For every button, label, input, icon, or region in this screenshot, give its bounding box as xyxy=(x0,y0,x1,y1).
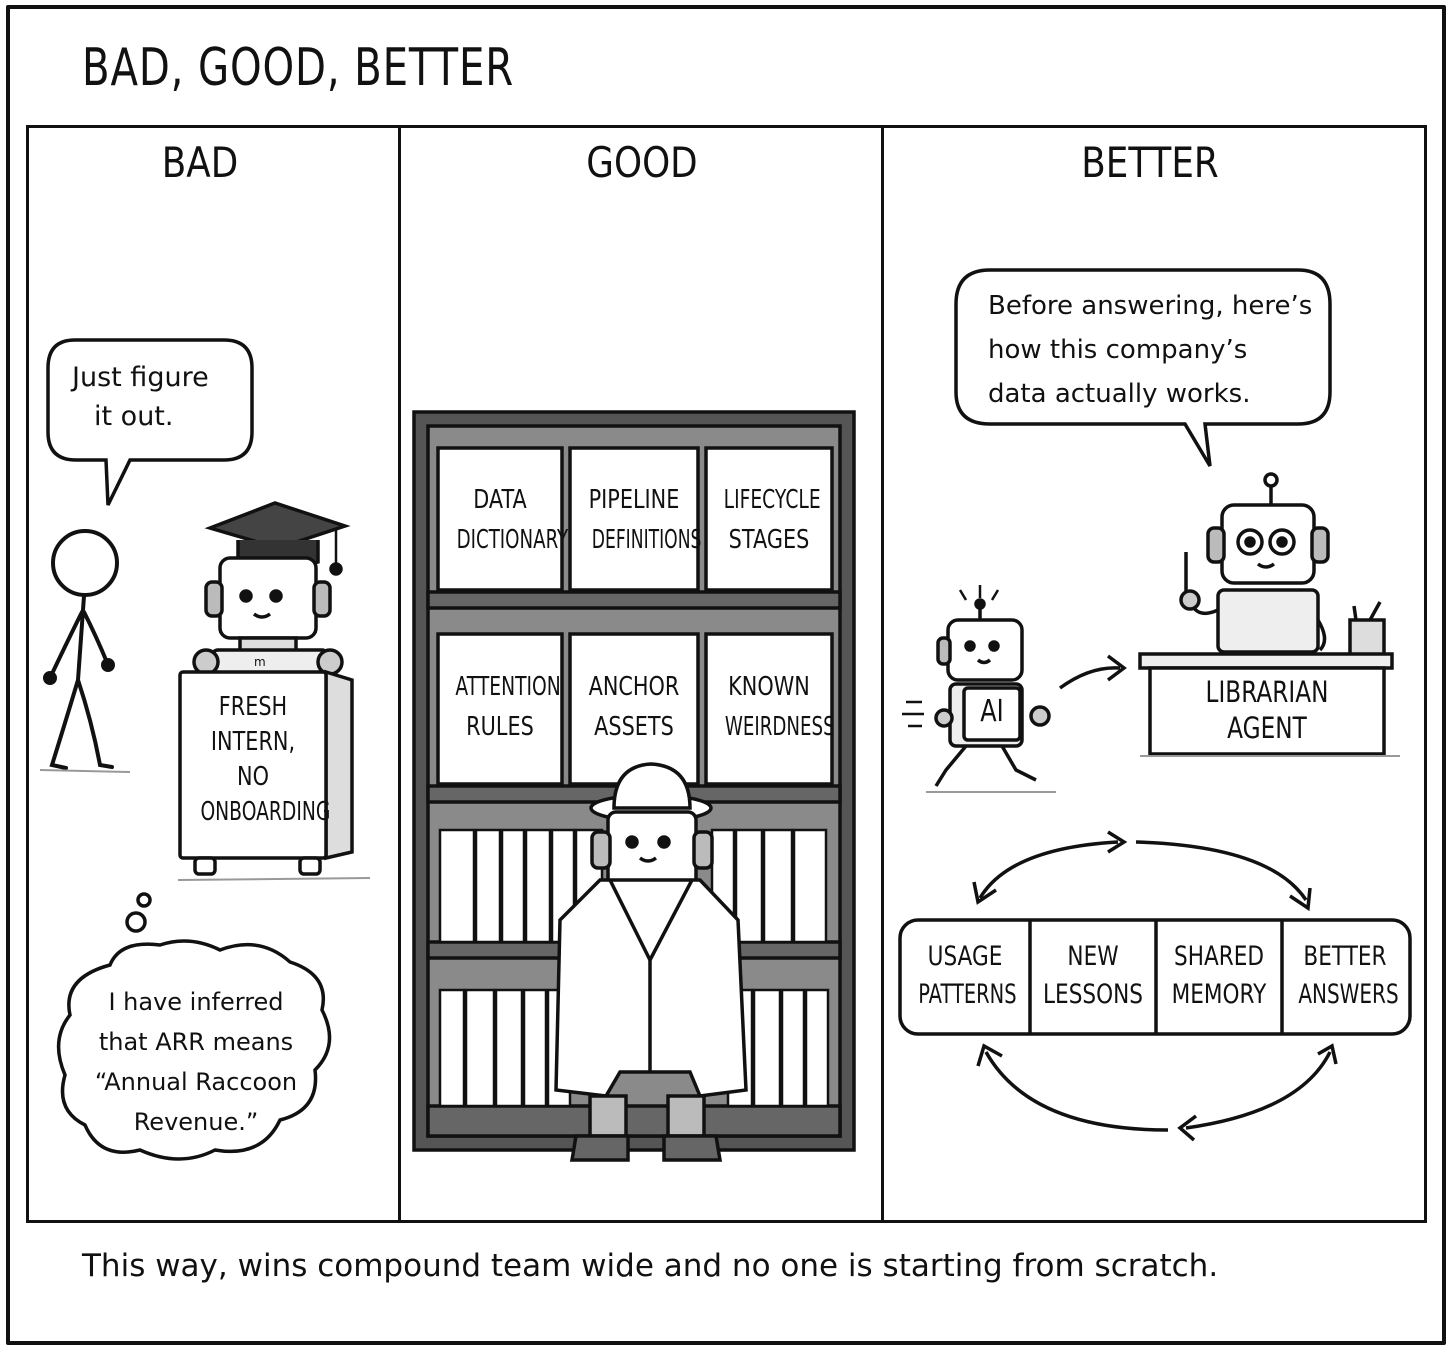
shelf-label-attention-rules: ATTENTION RULES xyxy=(438,667,562,747)
loop-cell-shared-memory: SHARED MEMORY xyxy=(1156,938,1282,1014)
comic-caption: This way, wins compound team wide and no… xyxy=(82,1248,1219,1284)
speech-text-better: Before answering, here’s how this compan… xyxy=(988,284,1312,416)
shelf-label-line: ATTENTION xyxy=(455,672,561,702)
loop-cell-line: BETTER xyxy=(1303,941,1387,972)
speech-bubble-better xyxy=(954,268,1332,467)
librarian-robot xyxy=(1138,472,1394,756)
shelf-label-line: PIPELINE xyxy=(588,485,680,515)
shelf-label-line: ANCHOR xyxy=(588,672,680,702)
shelf-label-known-weirdness: KNOWN WEIRDNESS xyxy=(706,667,835,747)
desk-label-line: LIBRARIAN xyxy=(1205,675,1329,709)
ai-chest-label: AI xyxy=(964,694,1020,729)
panel-divider-2 xyxy=(881,125,884,1223)
sign-line: NO xyxy=(237,762,269,792)
feedback-loop xyxy=(898,918,1412,1036)
sign-line: FRESH xyxy=(218,692,288,722)
shelf-label-line: RULES xyxy=(466,712,534,742)
ai-robot xyxy=(902,585,1051,787)
loop-cell-new-lessons: NEW LESSONS xyxy=(1030,938,1156,1014)
loop-cell-line: SHARED xyxy=(1173,941,1265,972)
speech-line: Just figure xyxy=(72,362,209,393)
robot-badge: m xyxy=(254,655,266,669)
thought-bubble-bad xyxy=(56,892,332,1161)
shelf-label-line: ASSETS xyxy=(594,712,674,742)
speech-line: Before answering, here’s xyxy=(988,291,1313,321)
panel-heading-bad: BAD xyxy=(161,138,239,187)
shelf-label-line: DATA xyxy=(473,485,527,515)
speech-line: data actually works. xyxy=(988,379,1251,409)
shelf-label-anchor-assets: ANCHOR ASSETS xyxy=(570,667,698,747)
loop-cell-line: USAGE xyxy=(927,941,1003,972)
graduate-robot xyxy=(178,501,354,876)
arrow-to-librarian xyxy=(1058,654,1127,690)
desk-label-line: AGENT xyxy=(1227,711,1307,745)
ai-label-text: AI xyxy=(980,694,1004,729)
thought-line: Revenue.” xyxy=(133,1108,259,1136)
thought-line: I have inferred xyxy=(108,988,284,1016)
speech-line: how this company’s xyxy=(988,335,1248,365)
stick-figure xyxy=(43,529,119,770)
panel-heading-better: BETTER xyxy=(1081,138,1219,187)
thought-text-bad: I have inferred that ARR means “Annual R… xyxy=(70,982,322,1142)
loop-cell-line: LESSONS xyxy=(1043,979,1143,1010)
speech-line: it out. xyxy=(94,401,174,433)
loop-cell-line: NEW xyxy=(1067,941,1119,972)
librarian-desk-label: LIBRARIAN AGENT xyxy=(1150,674,1384,746)
shelf-label-pipeline-definitions: PIPELINE DEFINITIONS xyxy=(570,480,702,560)
thought-line: that ARR means xyxy=(98,1028,294,1056)
loop-cell-better-answers: BETTER ANSWERS xyxy=(1282,938,1408,1014)
loop-cell-usage-patterns: USAGE PATTERNS xyxy=(900,938,1030,1014)
detective-robot xyxy=(554,762,748,1162)
loop-arrows xyxy=(972,830,1338,1142)
speech-bubble-bad xyxy=(46,338,254,506)
shelf-label-lifecycle-stages: LIFECYCLE STAGES xyxy=(706,480,832,560)
intern-sign: FRESH INTERN, NO ONBOARDING xyxy=(180,690,330,830)
shelf-label-line: STAGES xyxy=(728,525,810,555)
loop-cell-line: ANSWERS xyxy=(1298,979,1399,1010)
panel-divider-1 xyxy=(398,125,401,1223)
loop-cell-line: MEMORY xyxy=(1171,979,1267,1010)
loop-cell-line: PATTERNS xyxy=(918,979,1017,1010)
binder-row-1 xyxy=(438,828,828,944)
shelf-label-line: LIFECYCLE xyxy=(723,485,821,515)
sign-line: INTERN, xyxy=(210,727,296,757)
thought-line: “Annual Raccoon xyxy=(94,1068,298,1096)
shelf-label-line: KNOWN xyxy=(728,672,810,702)
panels-border xyxy=(26,125,1427,1223)
comic-title: BAD, GOOD, BETTER xyxy=(82,38,515,98)
shelf-label-data-dictionary: DATA DICTIONARY xyxy=(438,480,569,560)
panel-heading-good: GOOD xyxy=(586,138,698,187)
speech-text-bad: Just figure it out. xyxy=(72,358,209,436)
